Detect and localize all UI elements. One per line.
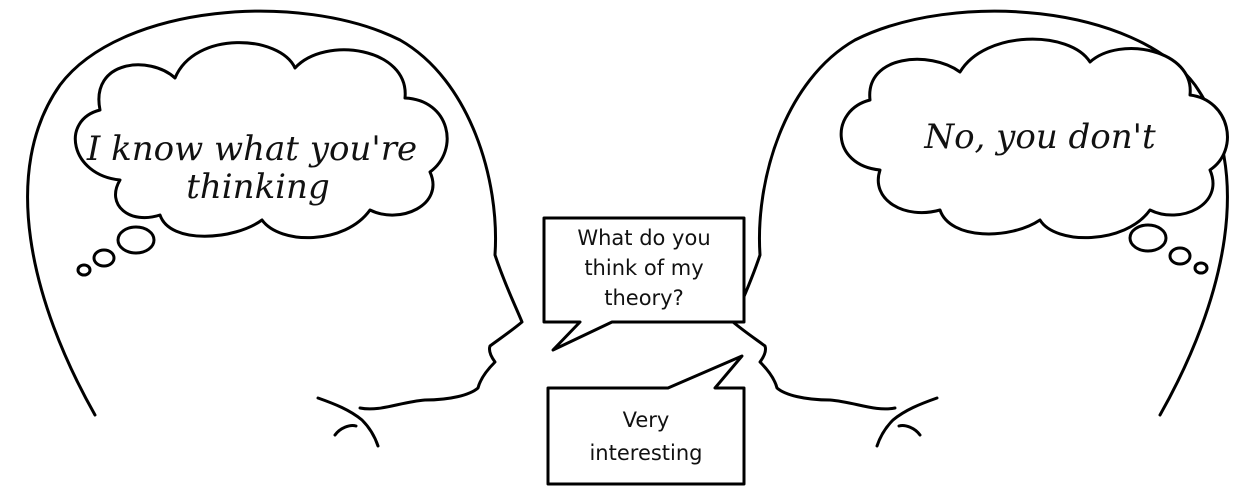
left-thought-text-line2: thinking	[186, 167, 329, 207]
left-thought-text-line1: I know what you're	[86, 129, 417, 169]
speech-answer-line2: interesting	[589, 441, 702, 465]
left-head-outline	[26, 9, 524, 417]
speech-bubble-answer: Very interesting	[546, 354, 746, 486]
right-ear-line	[897, 424, 922, 437]
right-thought-text: No, you don't	[923, 117, 1156, 157]
left-thought-dot-large	[116, 225, 156, 255]
right-thought-dot-medium	[1168, 246, 1192, 266]
right-thought-dot-large	[1128, 223, 1168, 253]
speech-question-line1: What do you	[577, 226, 710, 250]
left-head	[26, 9, 524, 448]
speech-bubble-question-outline	[542, 216, 746, 352]
left-thought-cloud	[73, 41, 449, 240]
right-thought-cloud	[839, 37, 1229, 240]
right-thought-dot-small	[1193, 261, 1209, 275]
speech-bubble-question: What do you think of my theory?	[542, 216, 746, 352]
left-thought-dot-medium	[92, 248, 116, 268]
left-thought-bubble: I know what you're thinking	[73, 41, 449, 277]
speech-bubble-answer-outline	[546, 354, 746, 486]
right-neck-line	[875, 396, 939, 448]
left-thought-dot-small	[76, 263, 92, 277]
right-thought-bubble: No, you don't	[839, 37, 1229, 275]
left-ear-line	[333, 424, 358, 437]
right-head	[731, 9, 1229, 448]
speech-answer-line1: Very	[623, 408, 670, 432]
speech-question-line2: think of my	[584, 256, 703, 280]
speech-question-line3: theory?	[604, 286, 684, 310]
right-head-outline	[731, 9, 1229, 417]
left-neck-line	[316, 396, 380, 448]
